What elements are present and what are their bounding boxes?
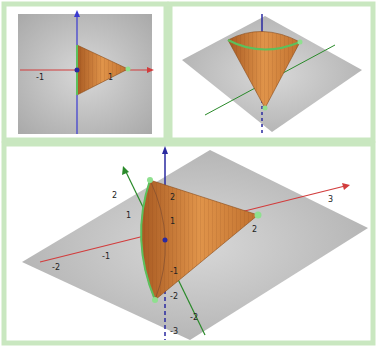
axis-tick-label: 3 bbox=[328, 196, 333, 204]
axis-tick-label: 2 bbox=[112, 192, 117, 200]
axis-tick-label: -2 bbox=[190, 314, 198, 322]
axis-tick-label: -1 bbox=[36, 74, 44, 82]
axis-tick-label: 2 bbox=[170, 194, 175, 202]
axis-tick-label: 1 bbox=[108, 74, 113, 82]
axis-tick-label: -3 bbox=[170, 328, 178, 336]
axis-tick-label: 1 bbox=[126, 212, 131, 220]
axis-tick-label: 1 bbox=[170, 218, 175, 226]
axis-tick-label: -2 bbox=[52, 264, 60, 272]
axis-tick-label: -1 bbox=[102, 253, 110, 261]
axis-tick-label: -1 bbox=[170, 268, 178, 276]
axis-tick-label: -2 bbox=[170, 293, 178, 301]
axis-tick-label: 2 bbox=[252, 226, 257, 234]
